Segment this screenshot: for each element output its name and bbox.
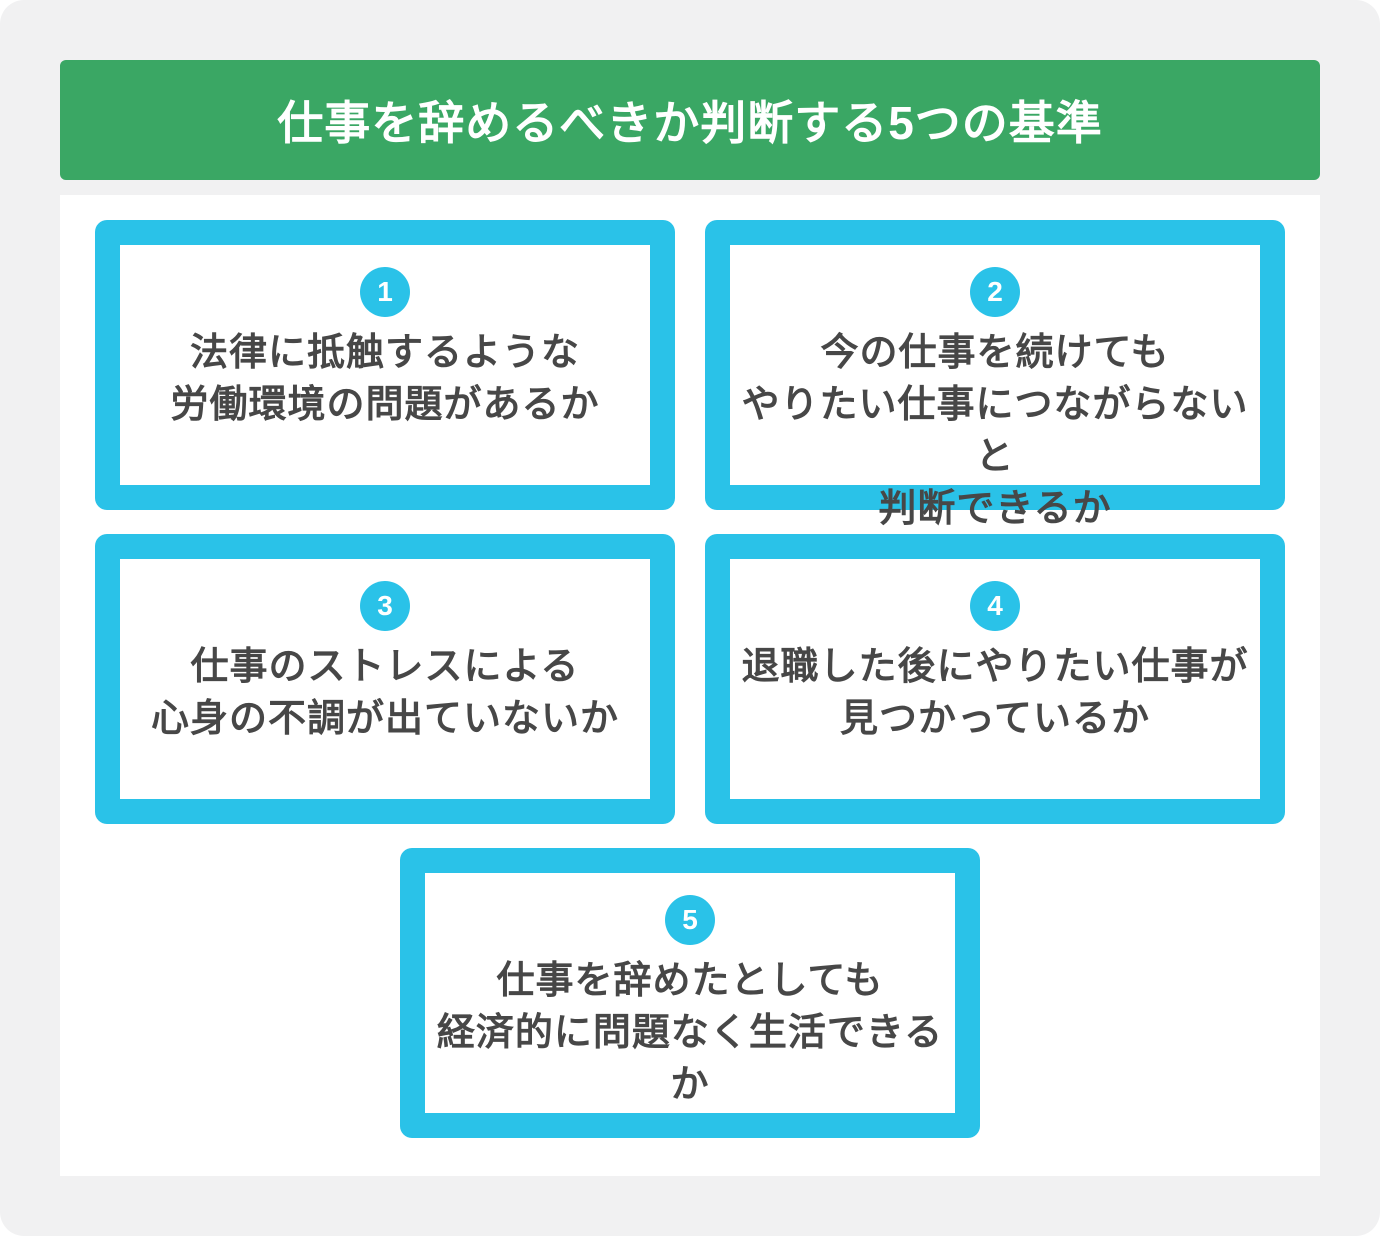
badge-number-3: 3 (377, 590, 393, 621)
criterion-text-5: 仕事を辞めたとしても 経済的に問題なく生活できるか (436, 960, 944, 1106)
card-row-3: 5 仕事を辞めたとしても 経済的に問題なく生活できるか (400, 848, 980, 1138)
badge-number-1: 1 (377, 276, 393, 307)
criterion-card-1: 1 法律に抵触するような 労働環境の問題があるか (95, 220, 675, 510)
criterion-text-2: 今の仕事を続けても やりたい仕事につながらないと 判断できるか (741, 332, 1249, 530)
card-row-2: 3 仕事のストレスによる 心身の不調が出ていないか 4 退職した後にやりたい仕事… (95, 534, 1285, 824)
number-badge-4: 4 (970, 581, 1020, 631)
number-badge-1: 1 (360, 267, 410, 317)
criterion-card-4: 4 退職した後にやりたい仕事が 見つかっているか (705, 534, 1285, 824)
criterion-card-3: 3 仕事のストレスによる 心身の不調が出ていないか (95, 534, 675, 824)
page-title: 仕事を辞めるべきか判断する5つの基準 (277, 97, 1103, 149)
criterion-text-3: 仕事のストレスによる 心身の不調が出ていないか (150, 646, 619, 740)
number-badge-2: 2 (970, 267, 1020, 317)
number-badge-3: 3 (360, 581, 410, 631)
criterion-text-4: 退職した後にやりたい仕事が 見つかっているか (741, 646, 1249, 740)
title-banner: 仕事を辞めるべきか判断する5つの基準 (60, 60, 1320, 180)
criterion-card-2: 2 今の仕事を続けても やりたい仕事につながらないと 判断できるか (705, 220, 1285, 530)
badge-number-2: 2 (987, 276, 1003, 307)
criterion-card-5: 5 仕事を辞めたとしても 経済的に問題なく生活できるか (400, 848, 980, 1138)
number-badge-5: 5 (665, 895, 715, 945)
criterion-text-1: 法律に抵触するような 労働環境の問題があるか (170, 332, 600, 426)
criteria-panel: 1 法律に抵触するような 労働環境の問題があるか 2 今の仕事を続けても やりた… (60, 195, 1320, 1176)
badge-number-5: 5 (682, 904, 698, 935)
badge-number-4: 4 (987, 590, 1003, 621)
card-row-1: 1 法律に抵触するような 労働環境の問題があるか 2 今の仕事を続けても やりた… (95, 220, 1285, 530)
